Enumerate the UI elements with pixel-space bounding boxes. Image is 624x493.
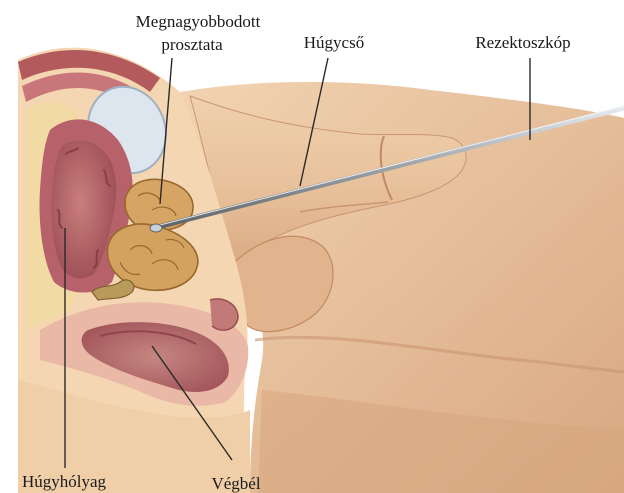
label-urethra: Húgycső: [304, 33, 364, 52]
label-enlarged-prostate-2: prosztata: [161, 35, 223, 54]
label-rectum: Végbél: [211, 474, 260, 493]
label-bladder: Húgyhólyag: [22, 472, 107, 491]
resectoscope-tip: [150, 224, 162, 232]
label-resectoscope: Rezektoszkóp: [475, 33, 570, 52]
label-enlarged-prostate-1: Megnagyobbodott: [136, 12, 261, 31]
